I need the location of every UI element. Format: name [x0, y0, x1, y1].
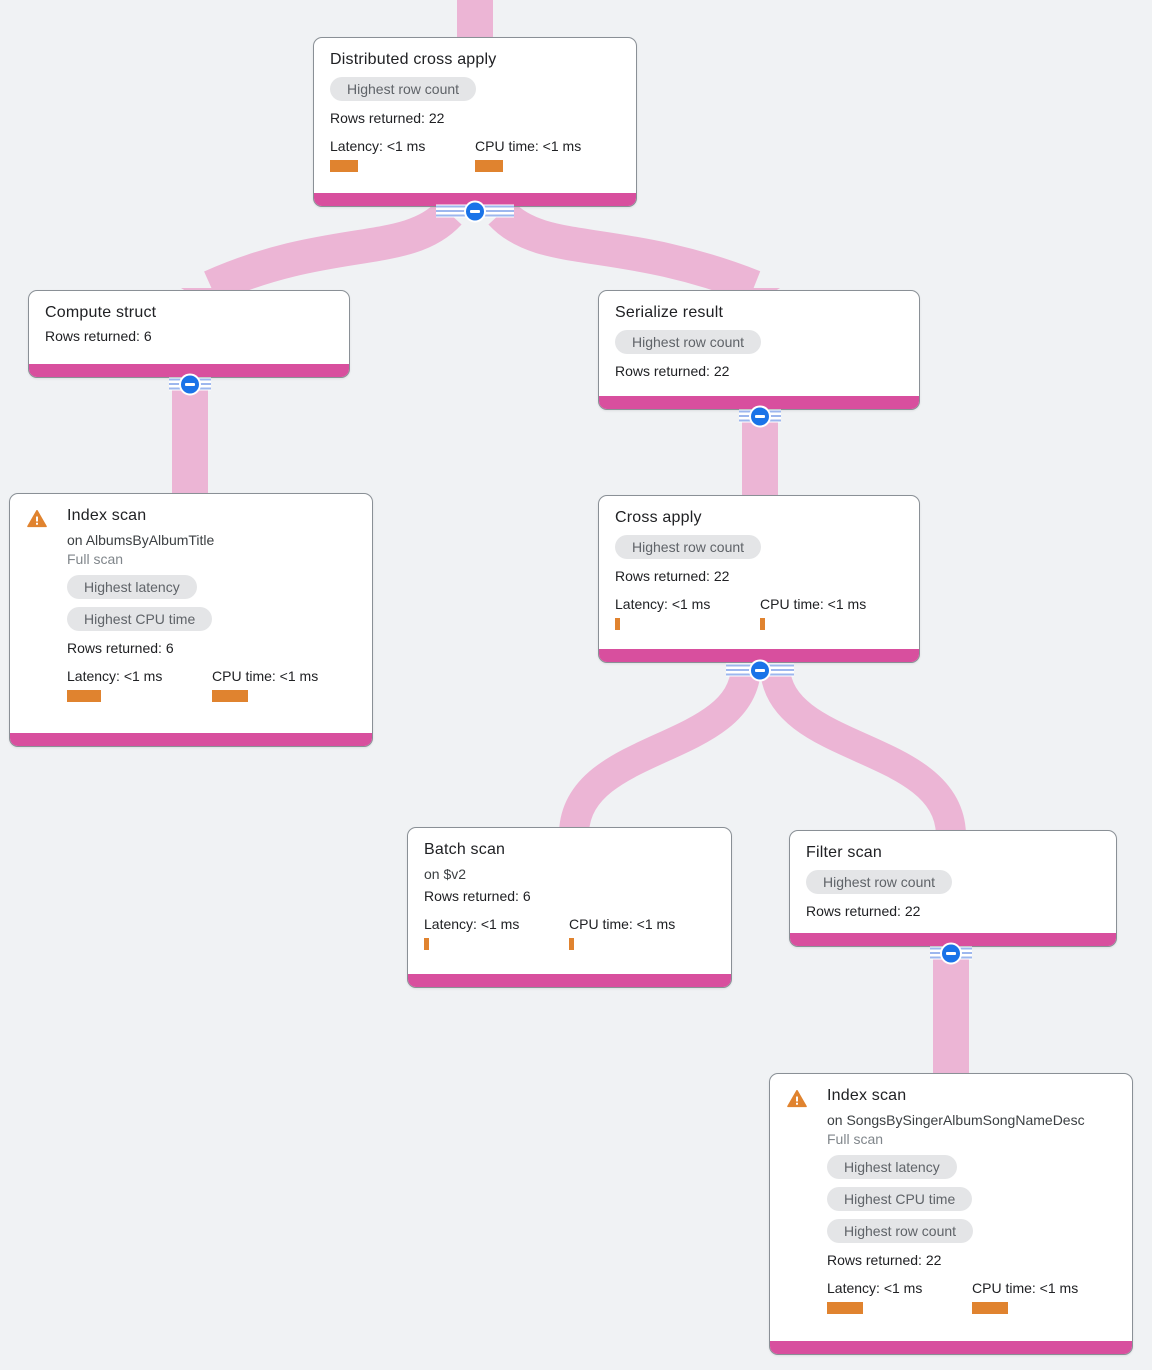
scan-note: Full scan: [827, 1131, 884, 1147]
node-title: Cross apply: [615, 509, 702, 526]
cpu-time-bar: [212, 690, 248, 702]
rows-returned: Rows returned: 22: [806, 903, 921, 919]
latency-bar: [615, 618, 620, 630]
status-badge: Highest row count: [615, 330, 762, 354]
node-title: Batch scan: [424, 841, 506, 858]
latency-bar: [827, 1302, 863, 1314]
status-badge: Highest row count: [615, 535, 762, 559]
node-footer-bar: [790, 933, 1116, 946]
node-title: Index scan: [827, 1087, 907, 1104]
latency-bar: [67, 690, 101, 702]
latency-label: Latency: <1 ms: [615, 596, 711, 612]
node-footer-bar: [770, 1341, 1132, 1354]
plan-node-index-scan-songs[interactable]: Index scan on SongsBySingerAlbumSongName…: [769, 1073, 1133, 1355]
plan-node-distributed-cross-apply[interactable]: Distributed cross apply Highest row coun…: [313, 37, 637, 207]
rows-returned: Rows returned: 22: [330, 110, 445, 126]
status-badge: Highest CPU time: [67, 607, 213, 631]
node-subtitle: on AlbumsByAlbumTitle: [67, 532, 215, 548]
collapse-minus-icon[interactable]: [749, 659, 771, 681]
latency-label: Latency: <1 ms: [424, 916, 520, 932]
collapse-button-compute-struct[interactable]: [169, 373, 211, 395]
node-subtitle: on SongsBySingerAlbumSongNameDesc: [827, 1112, 1085, 1128]
node-subtitle: on $v2: [424, 866, 467, 882]
plan-node-serialize-result[interactable]: Serialize result Highest row count Rows …: [598, 290, 920, 410]
rows-returned: Rows returned: 6: [424, 888, 531, 904]
rows-returned: Rows returned: 6: [67, 640, 174, 656]
collapse-button-cross-apply[interactable]: [726, 659, 794, 681]
node-footer-bar: [599, 649, 919, 662]
edge-to-batch-scan: [559, 666, 761, 834]
cpu-time-bar: [569, 938, 574, 950]
latency-bar: [424, 938, 429, 950]
plan-node-cross-apply[interactable]: Cross apply Highest row count Rows retur…: [598, 495, 920, 663]
edge-to-compute-struct: [204, 200, 462, 303]
latency-bar: [330, 160, 358, 172]
warning-icon: [27, 510, 47, 528]
latency-label: Latency: <1 ms: [67, 668, 163, 684]
collapse-button-serialize-result[interactable]: [739, 405, 781, 427]
cpu-time-bar: [760, 618, 765, 630]
plan-node-batch-scan[interactable]: Batch scan on $v2 Rows returned: 6 Laten…: [407, 827, 732, 988]
node-footer-bar: [408, 974, 731, 987]
cpu-time-bar: [972, 1302, 1008, 1314]
scan-note: Full scan: [67, 551, 124, 567]
node-footer-bar: [314, 193, 636, 206]
edge-to-serialize-result: [488, 200, 761, 303]
node-title: Index scan: [67, 507, 147, 524]
rows-returned: Rows returned: 6: [45, 328, 152, 344]
node-title: Filter scan: [806, 844, 882, 861]
cpu-time-label: CPU time: <1 ms: [212, 668, 319, 684]
collapse-button-distributed-cross-apply[interactable]: [436, 200, 514, 222]
rows-returned: Rows returned: 22: [827, 1252, 942, 1268]
status-badge: Highest row count: [330, 77, 477, 101]
collapse-minus-icon[interactable]: [464, 200, 486, 222]
edge-to-filter-scan: [760, 665, 966, 836]
status-badge: Highest latency: [827, 1155, 957, 1179]
plan-node-index-scan-albums[interactable]: Index scan on AlbumsByAlbumTitle Full sc…: [9, 493, 373, 747]
cpu-time-label: CPU time: <1 ms: [475, 138, 582, 154]
status-badge: Highest row count: [827, 1219, 974, 1243]
node-title: Distributed cross apply: [330, 51, 497, 68]
warning-icon: [787, 1090, 807, 1108]
status-badge: Highest row count: [806, 870, 953, 894]
plan-node-compute-struct[interactable]: Compute struct Rows returned: 6: [28, 290, 350, 378]
rows-returned: Rows returned: 22: [615, 363, 730, 379]
node-title: Compute struct: [45, 304, 157, 321]
plan-node-filter-scan[interactable]: Filter scan Highest row count Rows retur…: [789, 830, 1117, 947]
node-title: Serialize result: [615, 304, 724, 321]
node-footer-bar: [10, 733, 372, 746]
latency-label: Latency: <1 ms: [827, 1280, 923, 1296]
cpu-time-label: CPU time: <1 ms: [972, 1280, 1079, 1296]
collapse-button-filter-scan[interactable]: [930, 942, 972, 964]
collapse-minus-icon[interactable]: [179, 373, 201, 395]
latency-label: Latency: <1 ms: [330, 138, 426, 154]
cpu-time-label: CPU time: <1 ms: [569, 916, 676, 932]
status-badge: Highest latency: [67, 575, 197, 599]
cpu-time-label: CPU time: <1 ms: [760, 596, 867, 612]
collapse-minus-icon[interactable]: [749, 405, 771, 427]
rows-returned: Rows returned: 22: [615, 568, 730, 584]
node-footer-bar: [29, 364, 349, 377]
node-footer-bar: [599, 396, 919, 409]
cpu-time-bar: [475, 160, 503, 172]
collapse-minus-icon[interactable]: [940, 942, 962, 964]
status-badge: Highest CPU time: [827, 1187, 973, 1211]
